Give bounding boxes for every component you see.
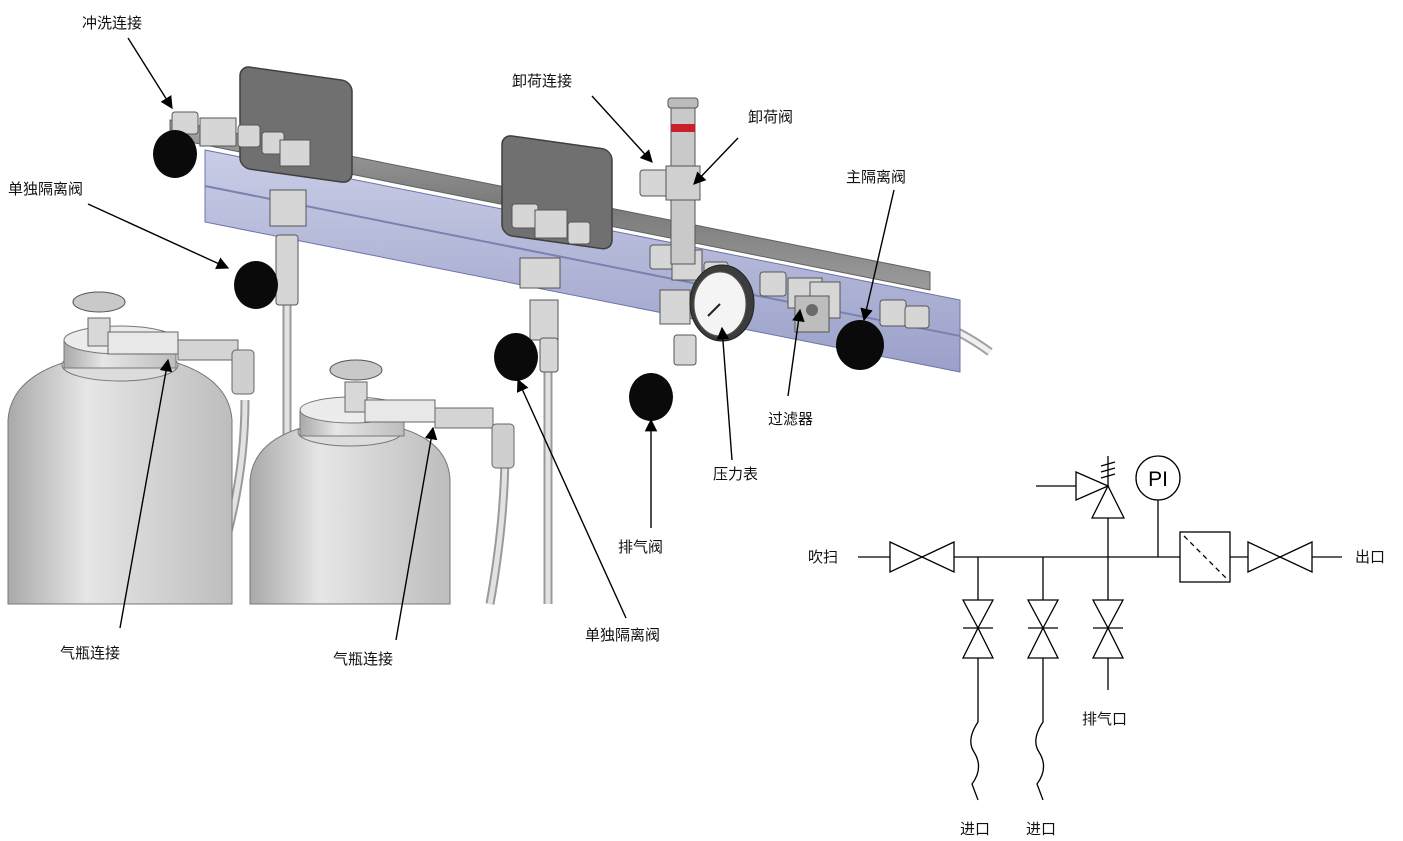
pid-schematic (858, 455, 1342, 801)
inlet-1-valve-symbol (961, 599, 995, 630)
arrow-pressure-gauge (716, 326, 733, 461)
schematic-label-vent-port: 排气口 (1082, 710, 1128, 728)
arrow-main-isolation-valve (860, 189, 895, 322)
inlet-2-flex-hose (1035, 658, 1045, 801)
label-cylinder-connection-right: 气瓶连接 (333, 650, 394, 668)
gas-cylinder-left (7, 291, 255, 605)
arrow-filter (787, 308, 805, 397)
outlet-valve-symbol (1247, 540, 1282, 574)
inlet-1-flex-hose (970, 658, 980, 801)
arrow-individual-valve-top (87, 203, 230, 270)
arrow-unload-connection (591, 95, 653, 163)
arrow-cylinder-connection-right (395, 426, 438, 641)
label-unload-valve: 卸荷阀 (748, 108, 794, 126)
label-filter: 过滤器 (768, 410, 814, 428)
arrow-cylinder-connection-left (119, 358, 173, 629)
purge-valve-symbol (889, 540, 924, 574)
schematic-label-purge: 吹扫 (808, 548, 839, 566)
leader-arrows (87, 37, 895, 641)
label-unload-connection: 卸荷连接 (512, 72, 573, 90)
valve-knobs (153, 130, 884, 421)
label-cylinder-connection-left: 气瓶连接 (60, 644, 121, 662)
relief-valve-symbol (1090, 484, 1126, 519)
pressure-indicator-label: PI (1148, 468, 1168, 491)
label-vent-valve: 排气阀 (618, 538, 664, 556)
schematic-label-inlet-1: 进口 (960, 820, 991, 838)
vent-valve-symbol (1091, 599, 1125, 630)
header-fittings (171, 111, 930, 373)
label-main-isolation-valve: 主隔离阀 (846, 168, 907, 186)
pressure-gauge-illustration (689, 264, 755, 342)
filter-port (806, 304, 818, 316)
arrow-unload-valve (693, 137, 739, 185)
label-pressure-gauge: 压力表 (713, 465, 759, 483)
gas-cylinder-right (249, 359, 515, 605)
label-individual-isolation-valve-bottom: 单独隔离阀 (585, 626, 661, 644)
pressure-indicator-symbol (1135, 455, 1181, 501)
assembly-illustration (7, 66, 993, 605)
arrow-individual-valve-bottom (516, 378, 627, 619)
schematic-label-outlet: 出口 (1355, 548, 1386, 566)
inlet-2-valve-symbol (1026, 599, 1060, 630)
label-flush-connection: 冲洗连接 (82, 14, 143, 32)
arrow-flush-connection (127, 37, 173, 110)
unload-valve-stack (639, 97, 701, 265)
label-individual-isolation-valve-top: 单独隔离阀 (8, 180, 84, 198)
schematic-label-inlet-2: 进口 (1026, 820, 1057, 838)
